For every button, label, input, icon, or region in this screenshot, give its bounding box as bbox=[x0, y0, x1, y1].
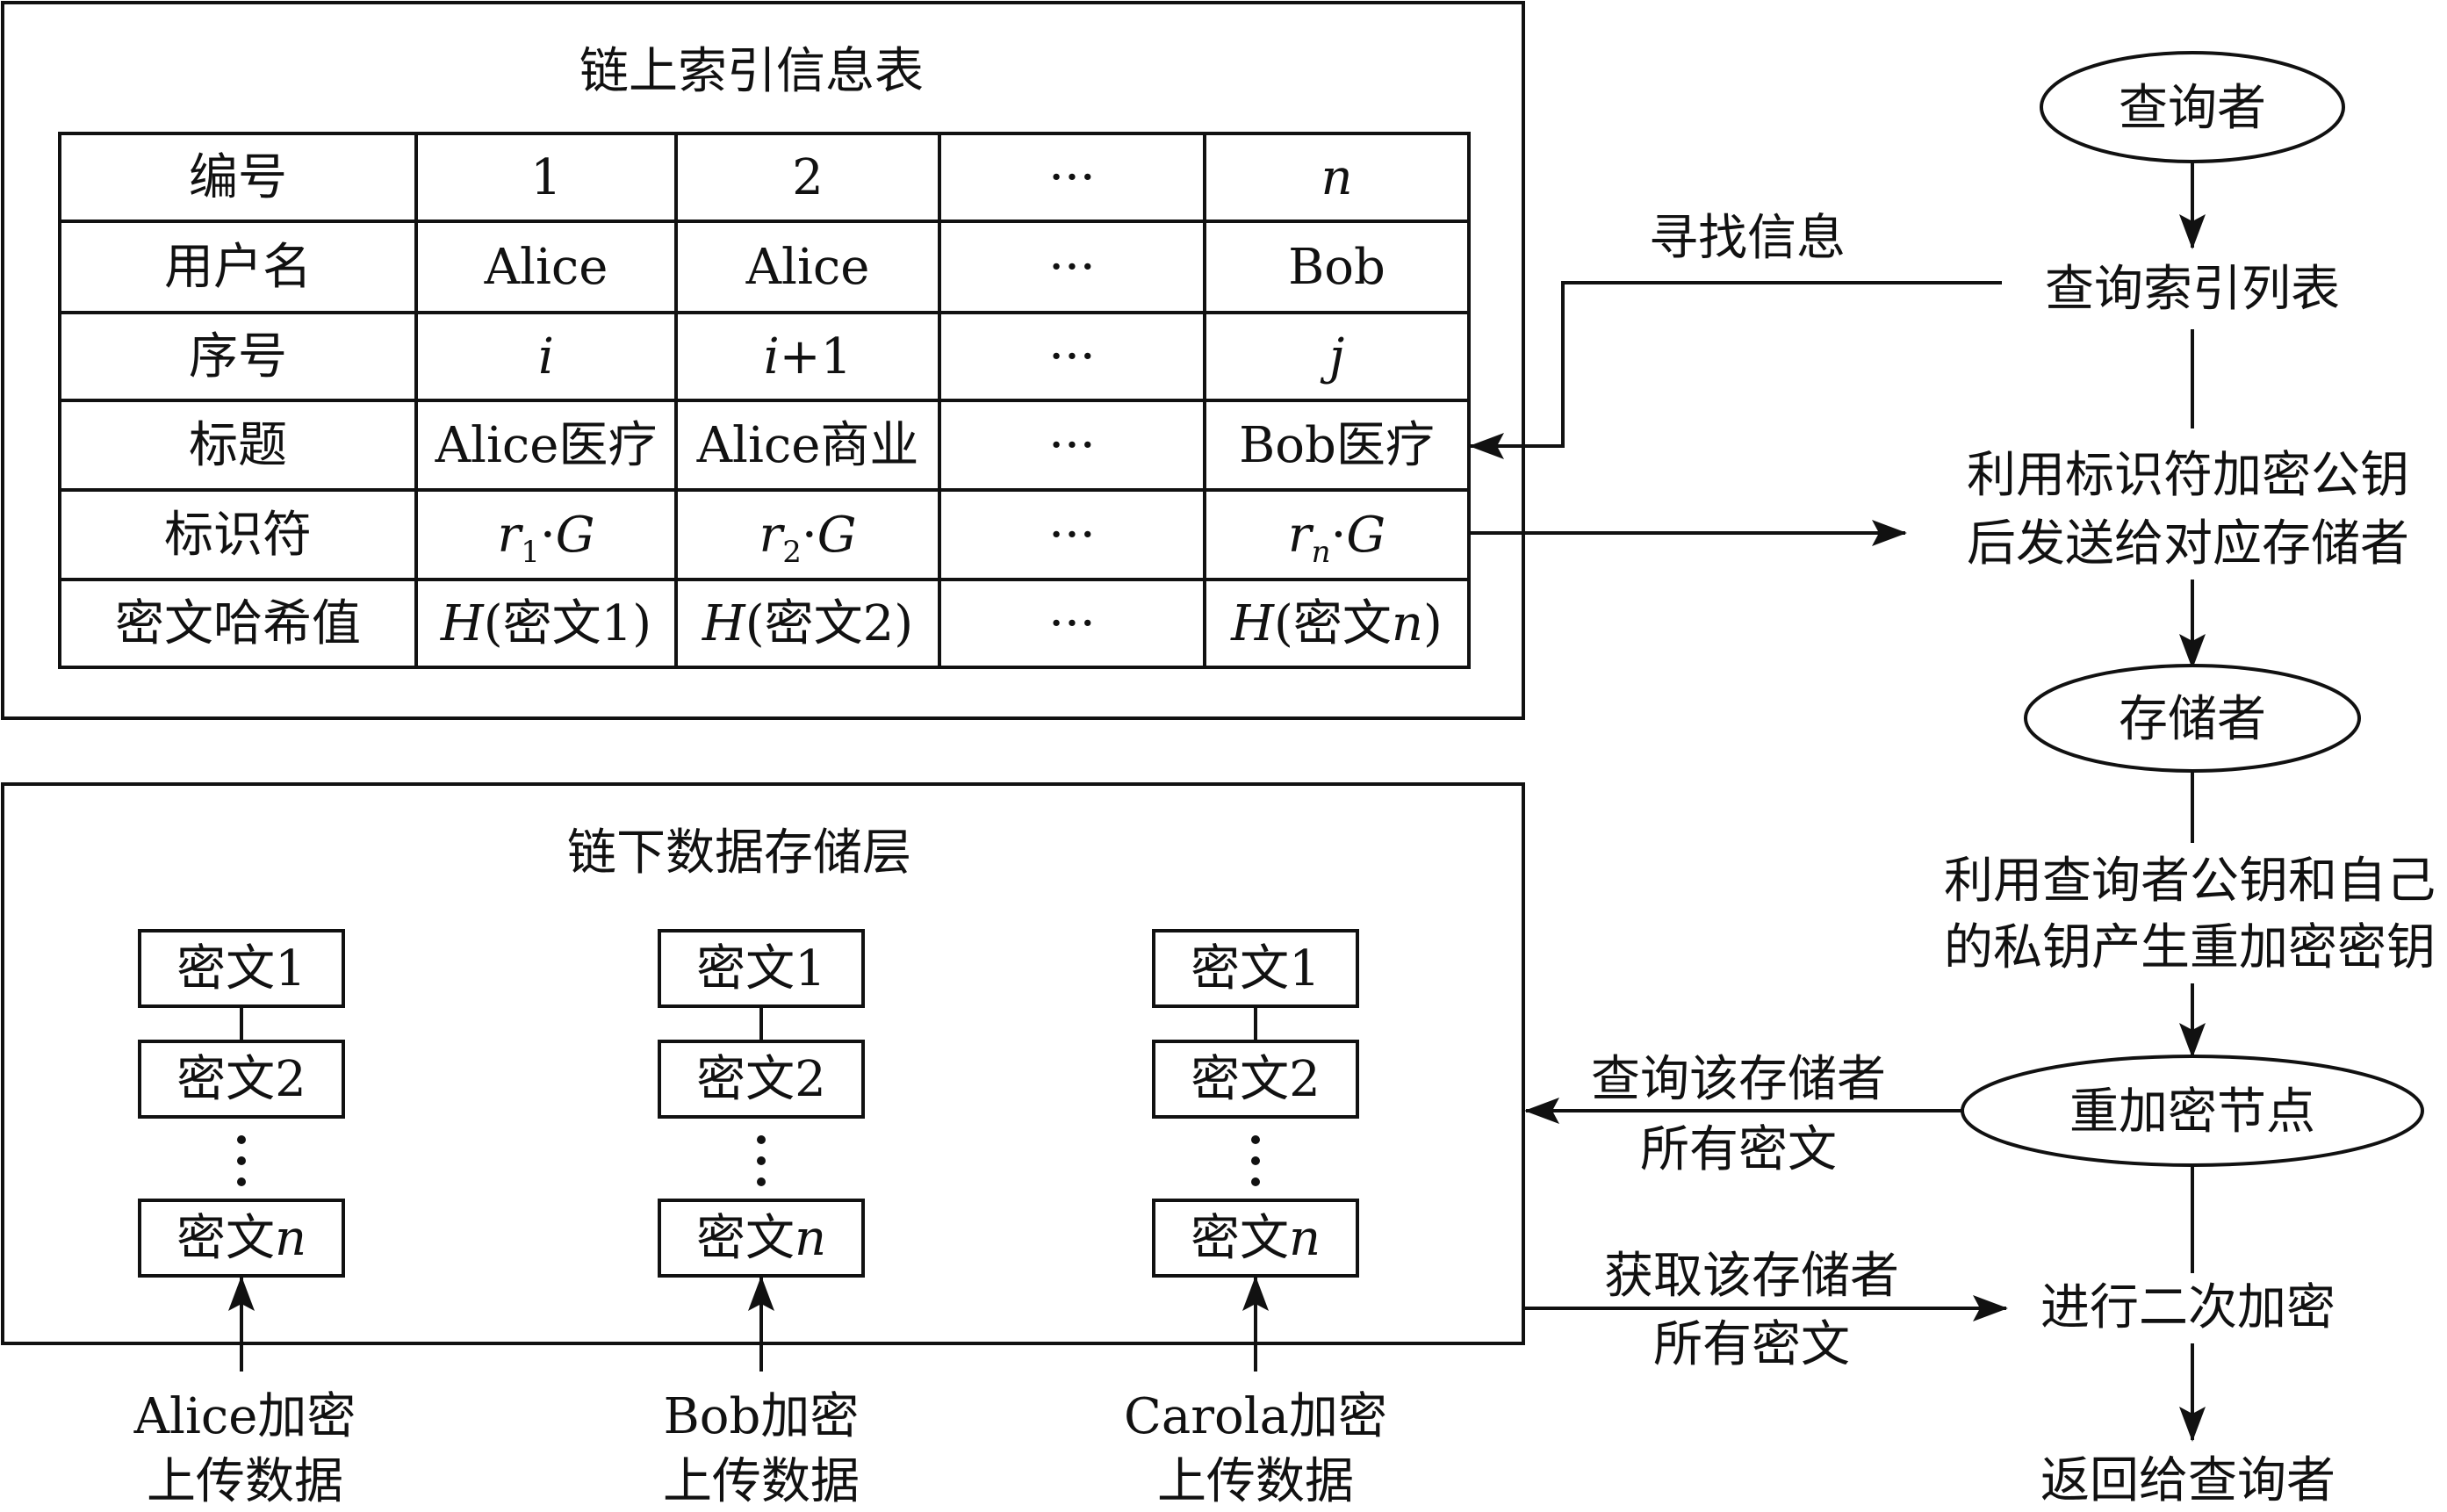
ellipsis-dot bbox=[1251, 1135, 1260, 1144]
ellipsis-dot bbox=[757, 1156, 766, 1165]
table-cell-value: Bob bbox=[1288, 239, 1385, 296]
table-cell-value: rn·G bbox=[1288, 507, 1385, 570]
reencrypt-node-label: 重加密节点 bbox=[2069, 1084, 2315, 1141]
row-label: 标识符 bbox=[164, 507, 312, 564]
row-label: 标题 bbox=[189, 417, 287, 474]
table-cell-value: ··· bbox=[1048, 239, 1095, 296]
fetch-all-line2: 所有密文 bbox=[1653, 1316, 1850, 1373]
ellipsis-dot bbox=[757, 1135, 766, 1144]
keygen-line1: 利用查询者公钥和自己 bbox=[1944, 853, 2436, 910]
ciphertext-label: 密文n bbox=[176, 1210, 306, 1267]
table-cell-value: Alice bbox=[745, 239, 870, 296]
querier-label: 查询者 bbox=[2119, 80, 2266, 137]
ciphertext-label: 密文1 bbox=[176, 940, 306, 997]
ciphertext-label: 密文2 bbox=[176, 1051, 306, 1108]
ciphertext-box bbox=[1152, 1199, 1359, 1278]
query-index-label: 查询索引列表 bbox=[2045, 261, 2340, 318]
storage-stacks: 密文1密文2密文nAlice加密上传数据密文1密文2密文nBob加密上传数据密文… bbox=[133, 929, 1387, 1510]
ellipsis-dot bbox=[237, 1156, 246, 1165]
query-all-line1: 查询该存储者 bbox=[1591, 1051, 1886, 1108]
ellipsis-dot bbox=[1251, 1156, 1260, 1165]
find-info-label: 寻找信息 bbox=[1649, 210, 1846, 267]
ciphertext-box bbox=[658, 929, 865, 1008]
table-cell-value: r1·G bbox=[498, 507, 595, 570]
ciphertext-box bbox=[658, 1199, 865, 1278]
table-cell-value: j bbox=[1320, 328, 1344, 385]
table-cell-value: 2 bbox=[792, 149, 824, 206]
table-cell-value: ··· bbox=[1048, 595, 1095, 652]
table-cell bbox=[1203, 578, 1471, 669]
ciphertext-box bbox=[138, 1199, 345, 1278]
ciphertext-label: 密文1 bbox=[1191, 940, 1321, 997]
uploader-label: 上传数据 bbox=[663, 1453, 860, 1510]
row-label: 编号 bbox=[189, 149, 287, 206]
uploader-label: 上传数据 bbox=[147, 1453, 343, 1510]
ciphertext-box bbox=[1152, 1040, 1359, 1119]
table-cell-value: H(密文2) bbox=[702, 595, 913, 652]
ellipsis-dot bbox=[237, 1135, 246, 1144]
table-cell-value: n bbox=[1321, 149, 1352, 206]
second-encrypt-label: 进行二次加密 bbox=[2040, 1279, 2335, 1336]
table-cell-value: i bbox=[538, 328, 554, 385]
ellipsis-dot bbox=[1251, 1177, 1260, 1186]
table-cell-value: ··· bbox=[1048, 149, 1095, 206]
ciphertext-label: 密文1 bbox=[696, 940, 826, 997]
table-cell-value: 1 bbox=[530, 149, 562, 206]
ciphertext-box bbox=[658, 1040, 865, 1119]
row-label: 序号 bbox=[189, 328, 287, 385]
table-cell-value: Alice商业 bbox=[696, 417, 919, 474]
storage-layer-title: 链下数据存储层 bbox=[567, 824, 911, 882]
uploader-label: Carola加密 bbox=[1124, 1388, 1387, 1445]
index-table: 编号 1 2 ··· n 用户名 Alice Alice ··· Bob 序号 i i+1 ··· j 标题 A… bbox=[58, 132, 1471, 669]
table-cell-value: Alice医疗 bbox=[435, 417, 658, 474]
storer-label: 存储者 bbox=[2119, 691, 2266, 748]
ciphertext-label: 密文2 bbox=[1191, 1051, 1321, 1108]
uploader-label: Alice加密 bbox=[133, 1388, 356, 1445]
ellipsis-dot bbox=[757, 1177, 766, 1186]
table-cell-value: ··· bbox=[1048, 328, 1095, 385]
row-label: 用户名 bbox=[164, 239, 312, 296]
uploader-label: 上传数据 bbox=[1157, 1453, 1354, 1510]
ciphertext-box bbox=[138, 1040, 345, 1119]
row-label: 密文哈希值 bbox=[115, 595, 361, 652]
table-cell-value: H(密文1) bbox=[440, 595, 651, 652]
ciphertext-label: 密文n bbox=[1191, 1210, 1321, 1267]
index-table-title: 链上索引信息表 bbox=[579, 43, 924, 100]
table-cell-value: Bob医疗 bbox=[1239, 417, 1435, 474]
encrypt-send-line1: 利用标识符加密公钥 bbox=[1967, 447, 2409, 504]
arrow-find-info bbox=[1469, 281, 2002, 459]
ciphertext-label: 密文2 bbox=[696, 1051, 826, 1108]
table-cell-value: r2·G bbox=[759, 507, 857, 570]
ellipsis-dot bbox=[237, 1177, 246, 1186]
query-all-line2: 所有密文 bbox=[1640, 1121, 1837, 1178]
table-cell-value: H(密文n) bbox=[1230, 595, 1443, 652]
table-cell-value: i+1 bbox=[764, 328, 852, 385]
ciphertext-label: 密文n bbox=[696, 1210, 826, 1267]
return-label: 返回给查询者 bbox=[2040, 1452, 2335, 1509]
table-cell-value: ··· bbox=[1048, 507, 1095, 564]
encrypt-send-line2: 后发送给对应存储者 bbox=[1967, 515, 2409, 572]
uploader-label: Bob加密 bbox=[664, 1388, 860, 1445]
table-cell-value: Alice bbox=[484, 239, 608, 296]
fetch-all-line1: 获取该存储者 bbox=[1604, 1248, 1899, 1305]
table-cell-value: ··· bbox=[1048, 417, 1095, 474]
keygen-line2: 的私钥产生重加密密钥 bbox=[1944, 919, 2436, 976]
index-table-panel bbox=[1, 1, 1525, 720]
